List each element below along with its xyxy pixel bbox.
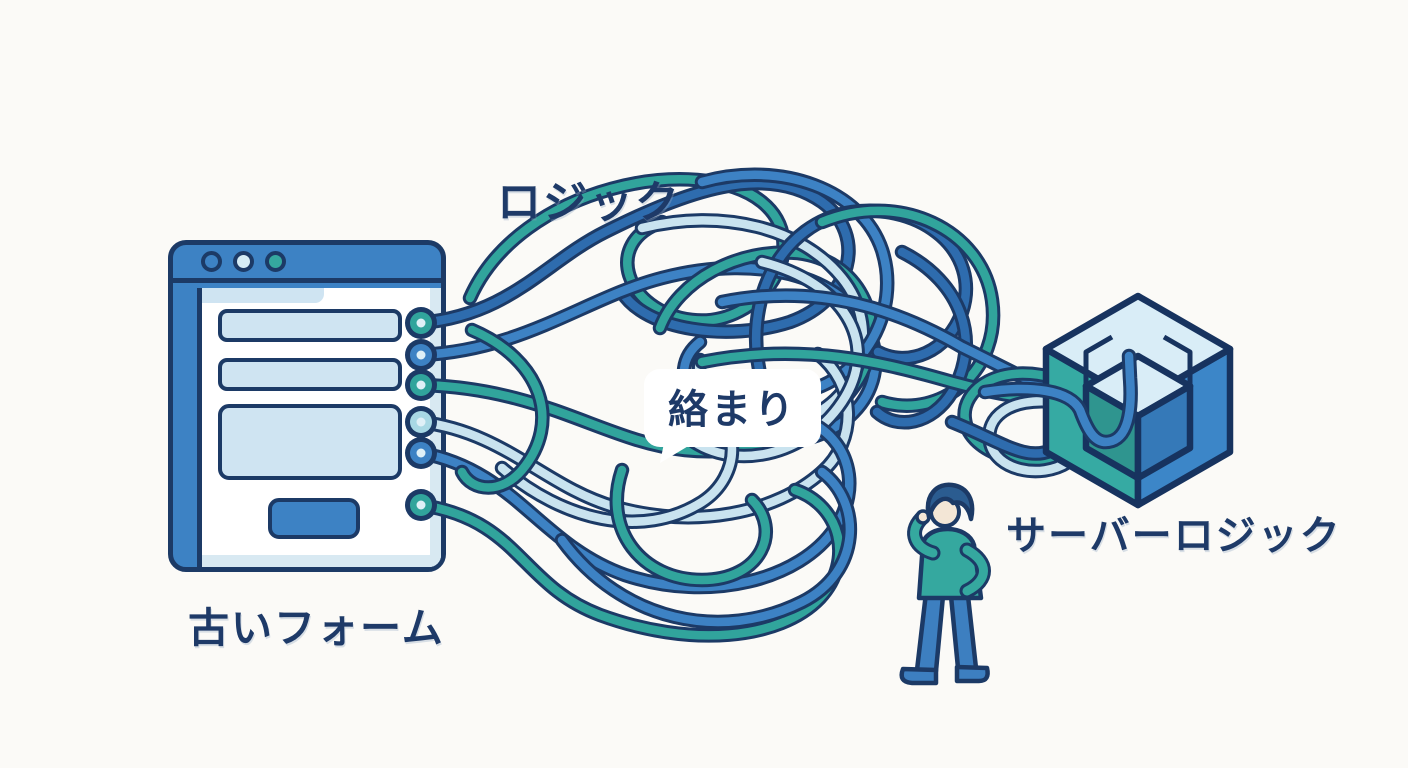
old-form-window [168,240,446,572]
window-body [197,288,441,567]
window-dot-1 [201,251,222,272]
window-dot-2 [233,251,254,272]
person-right-shoe [954,664,990,684]
cube-notch-groove [1083,334,1193,386]
person-left-leg [914,590,946,674]
form-input-row-2 [218,358,402,391]
connector-port [416,350,426,360]
connector-port [416,318,426,328]
window-dot-3 [265,251,286,272]
form-input-row-1 [218,309,402,342]
tangle-speech-bubble: 絡まり [644,369,821,447]
form-textarea [218,404,402,480]
logic-label: ロジック [497,177,681,228]
connector-ports [405,307,437,521]
connector-port [416,380,426,390]
connector-port [416,448,426,458]
person-left-shoe [899,666,939,686]
window-titlebar [173,245,441,283]
server-logic-cube [1042,292,1234,509]
connector-port [416,500,426,510]
hook-wire [980,351,1135,447]
person-right-leg [948,593,979,671]
thinking-person [899,482,991,686]
tangle-label: 絡まり [668,387,797,433]
connector-port [416,417,426,427]
cube-notch-right [1134,382,1194,482]
person-hair [925,482,975,522]
server-logic-label: サーバーロジック [1006,513,1342,559]
old-form-label: 古いフォーム [188,604,445,652]
form-submit-button [268,498,360,539]
window-highlight-strip [202,288,324,303]
person-hip-arm [962,545,988,596]
